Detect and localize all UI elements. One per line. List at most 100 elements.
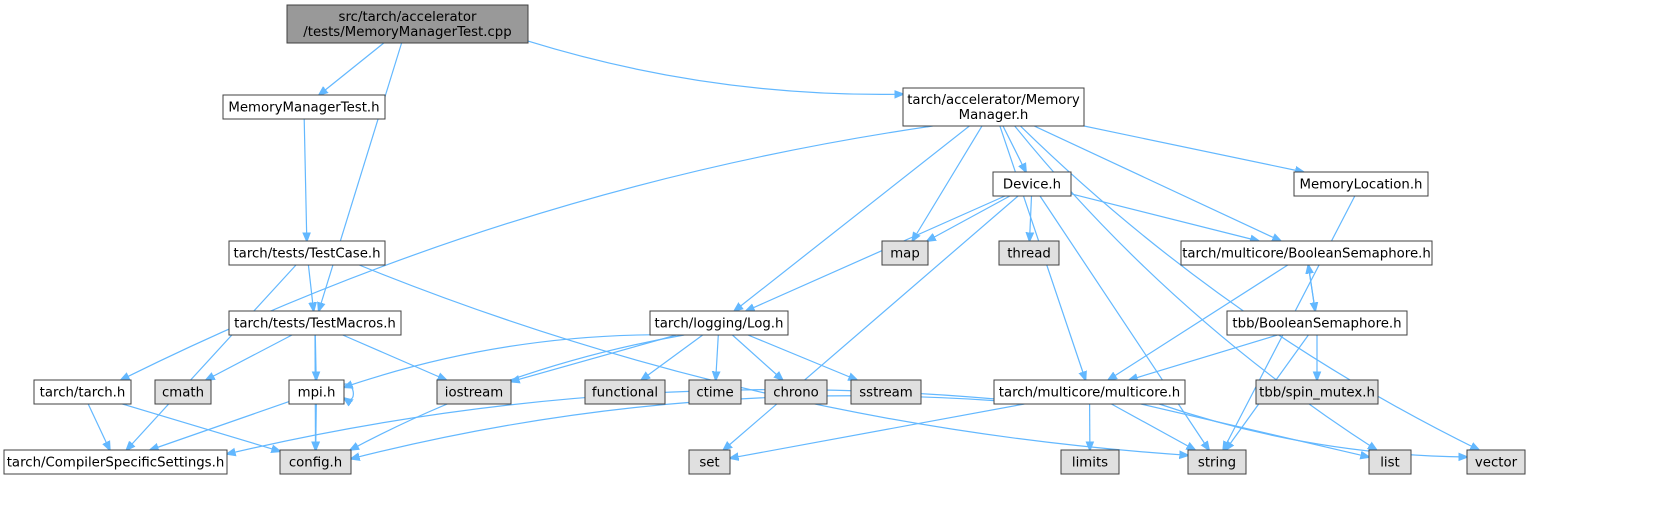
node-label: vector <box>1475 456 1518 471</box>
edge-tbbboolsem_h-to-boolsem_h <box>1308 265 1316 312</box>
edge-mpi_h-to-config_h <box>316 403 317 450</box>
node-multicore_h[interactable]: tarch/multicore/multicore.h <box>993 379 1186 405</box>
node-tarch_h[interactable]: tarch/tarch.h <box>33 379 132 405</box>
node-memloc_h[interactable]: MemoryLocation.h <box>1293 171 1429 197</box>
node-box <box>1060 449 1120 475</box>
node-map: map <box>881 240 929 266</box>
node-label: thread <box>1007 247 1051 262</box>
node-label: tarch/CompilerSpecificSettings.h <box>7 456 225 471</box>
node-label: cmath <box>162 386 204 401</box>
edge-multicore_h-to-set <box>730 403 1025 458</box>
edge-mmtest_h-to-testcase_h <box>304 118 307 241</box>
edge-mpi_h-to-compiler_h <box>150 401 290 450</box>
node-iostream: iostream <box>436 379 512 405</box>
node-box <box>902 87 1085 127</box>
node-boolsem_h[interactable]: tarch/multicore/BooleanSemaphore.h <box>1180 240 1433 266</box>
node-box <box>850 379 922 405</box>
edge-device_h-to-boolsem_h <box>1070 193 1259 241</box>
edge-device_h-to-set <box>723 195 1019 450</box>
node-list: list <box>1368 449 1412 475</box>
node-memmgr_h[interactable]: tarch/accelerator/MemoryManager.h <box>902 87 1085 127</box>
edge-device_h-to-log_h <box>746 195 1006 311</box>
node-label: tarch/tests/TestMacros.h <box>234 317 396 332</box>
node-testmacros_h[interactable]: tarch/tests/TestMacros.h <box>228 310 402 336</box>
node-box <box>688 379 742 405</box>
node-mmtest_h[interactable]: MemoryManagerTest.h <box>222 94 386 120</box>
node-box <box>584 379 666 405</box>
nodes-layer: src/tarch/accelerator/tests/MemoryManage… <box>3 4 1526 475</box>
node-box <box>228 310 402 336</box>
edge-device_h-to-map <box>927 195 1011 241</box>
node-label: /tests/MemoryManagerTest.cpp <box>303 25 511 40</box>
edge-memmgr_h-to-vector <box>1019 125 1479 450</box>
node-testcase_h[interactable]: tarch/tests/TestCase.h <box>228 240 386 266</box>
node-cmath: cmath <box>154 379 212 405</box>
node-label: tarch/multicore/multicore.h <box>999 386 1180 401</box>
node-box <box>688 449 731 475</box>
edge-multicore_h-to-list <box>1140 403 1369 457</box>
node-tbbboolsem_h[interactable]: tbb/BooleanSemaphore.h <box>1226 310 1408 336</box>
edge-log_h-to-config_h <box>350 334 685 450</box>
edge-boolsem_h-to-multicore_h <box>1108 264 1289 380</box>
node-root[interactable]: src/tarch/accelerator/tests/MemoryManage… <box>286 4 529 44</box>
node-box <box>1187 449 1247 475</box>
node-log_h[interactable]: tarch/logging/Log.h <box>649 310 789 336</box>
node-vector: vector <box>1466 449 1526 475</box>
node-label: ctime <box>696 386 733 401</box>
node-label: list <box>1380 456 1400 471</box>
edge-memmgr_h-to-memloc_h <box>1083 125 1304 172</box>
node-string: string <box>1187 449 1247 475</box>
edge-tarch_h-to-config_h <box>122 403 280 451</box>
edge-testcase_h-to-testmacros_h <box>307 264 313 311</box>
node-box <box>3 449 228 475</box>
node-functional: functional <box>584 379 666 405</box>
node-label: src/tarch/accelerator <box>339 10 477 25</box>
node-label: tarch/accelerator/Memory <box>907 93 1080 108</box>
node-label: config.h <box>289 456 342 471</box>
node-box <box>154 379 212 405</box>
node-label: mpi.h <box>298 386 336 401</box>
node-compiler_h[interactable]: tarch/CompilerSpecificSettings.h <box>3 449 228 475</box>
node-device_h[interactable]: Device.h <box>992 171 1072 197</box>
node-label: tarch/tests/TestCase.h <box>233 247 380 262</box>
node-label: MemoryLocation.h <box>1300 178 1423 193</box>
node-box <box>992 171 1072 197</box>
node-label: tarch/tarch.h <box>40 386 126 401</box>
node-box <box>993 379 1186 405</box>
edge-memmgr_h-to-device_h <box>1002 125 1026 172</box>
edge-root-to-memmgr_h <box>527 40 903 94</box>
node-chrono: chrono <box>764 379 828 405</box>
node-box <box>881 240 929 266</box>
node-box <box>436 379 512 405</box>
node-label: string <box>1198 456 1236 471</box>
node-box <box>1368 449 1412 475</box>
node-box <box>998 240 1060 266</box>
node-box <box>279 449 352 475</box>
edge-testmacros_h-to-cmath <box>206 334 293 380</box>
edge-memmgr_h-to-boolsem_h <box>1033 125 1281 241</box>
node-label: tarch/logging/Log.h <box>655 317 784 332</box>
node-box <box>286 4 529 44</box>
node-box <box>228 240 386 266</box>
node-mpi_h[interactable]: mpi.h <box>288 379 345 405</box>
node-set: set <box>688 449 731 475</box>
edge-log_h-to-sstream <box>747 334 857 380</box>
node-label: sstream <box>859 386 913 401</box>
node-label: map <box>890 247 920 262</box>
node-sstream: sstream <box>850 379 922 405</box>
node-label: set <box>699 456 719 471</box>
edge-memmgr_h-to-log_h <box>734 125 970 311</box>
node-box <box>222 94 386 120</box>
edge-device_h-to-thread <box>1030 195 1032 241</box>
node-box <box>764 379 828 405</box>
edge-root-to-testmacros_h <box>319 42 403 311</box>
node-label: Device.h <box>1003 178 1061 193</box>
edge-log_h-to-iostream <box>511 334 677 382</box>
edge-multicore_h-to-string <box>1111 403 1195 450</box>
node-ctime: ctime <box>688 379 742 405</box>
edge-log_h-to-mpi_h <box>344 334 651 388</box>
node-box <box>1255 379 1379 405</box>
node-box <box>1293 171 1429 197</box>
edge-device_h-to-string <box>1039 195 1209 450</box>
